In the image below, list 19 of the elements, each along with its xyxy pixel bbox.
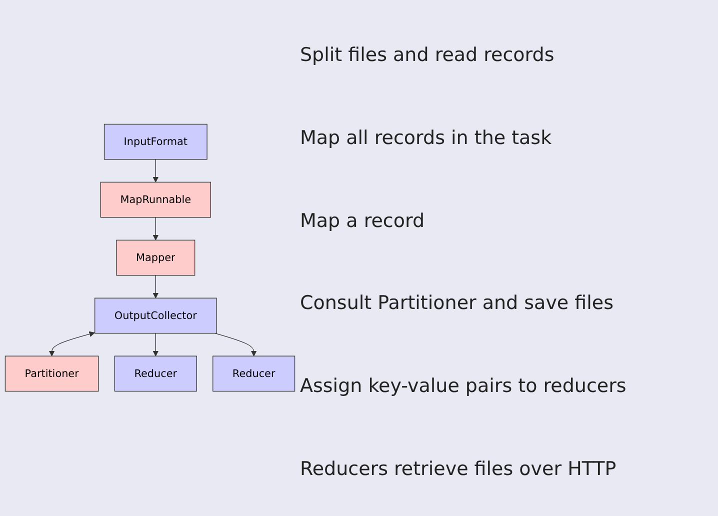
node-box: InputFormat bbox=[104, 124, 208, 160]
description-text: Map a record bbox=[300, 210, 426, 232]
description-text: Reducers retrieve files over HTTP bbox=[300, 458, 618, 480]
arrow bbox=[152, 333, 159, 357]
arrow bbox=[48, 332, 95, 357]
node-box: MapRunnable bbox=[100, 182, 211, 218]
arrow bbox=[152, 159, 159, 183]
arrow bbox=[214, 333, 257, 357]
node-box: Partitioner bbox=[4, 356, 99, 392]
node-box: OutputCollector bbox=[94, 298, 217, 334]
node-box: Reducer bbox=[212, 356, 296, 392]
description-text: Consult Partitioner and save files bbox=[300, 292, 614, 314]
description-text: Map all records in the task bbox=[300, 126, 553, 149]
description-text: Split files and read records bbox=[300, 44, 556, 66]
node-box: Mapper bbox=[116, 240, 196, 276]
node-box: Reducer bbox=[114, 356, 197, 392]
arrow bbox=[152, 217, 159, 241]
arrow bbox=[152, 275, 159, 299]
description-text: Assign key-value pairs to reducers bbox=[300, 374, 628, 397]
